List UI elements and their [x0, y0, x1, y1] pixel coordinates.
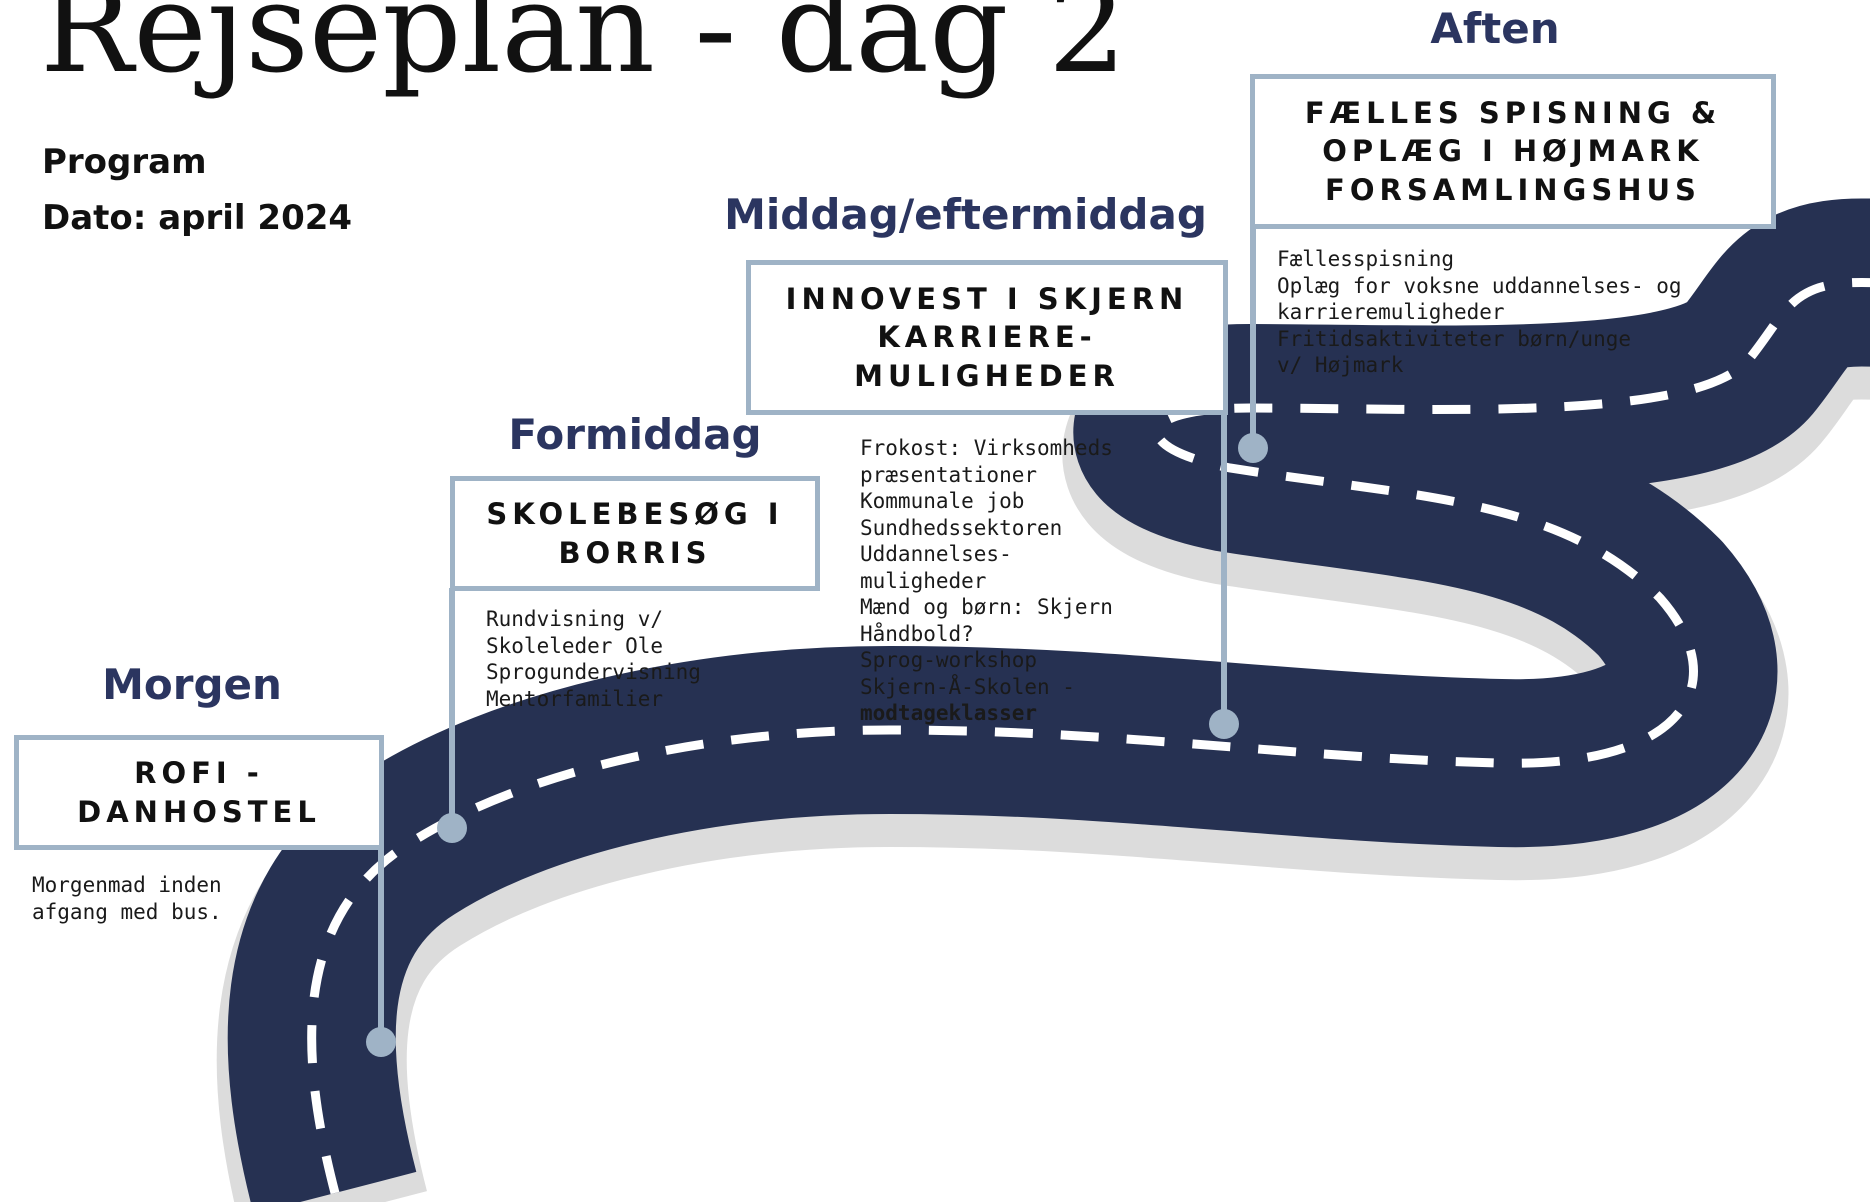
stop-place-morgen: ROFI - DANHOSTEL: [77, 756, 321, 829]
detail-line: Sundhedssektoren: [860, 515, 1063, 540]
stop-box-aften: FÆLLES SPISNING & OPLÆG I HØJMARK FORSAM…: [1250, 74, 1776, 229]
detail-line: Morgenmad inden: [32, 873, 222, 897]
detail-line: Oplæg for voksne uddannelses- og: [1277, 273, 1682, 298]
detail-line: karrieremuligheder: [1277, 300, 1505, 324]
stop-place-middag: INNOVEST I SKJERN KARRIERE- MULIGHEDER: [785, 282, 1189, 393]
detail-line: Frokost: Virksomheds: [860, 436, 1113, 460]
stop-place-aften: FÆLLES SPISNING & OPLÆG I HØJMARK FORSAM…: [1304, 96, 1722, 207]
stop-box-middag: INNOVEST I SKJERN KARRIERE- MULIGHEDER: [746, 260, 1228, 415]
page-title: Rejseplan - dag 2: [40, 0, 1127, 101]
detail-line: Rundvisning v/: [486, 607, 664, 631]
connector-dot-aften: [1238, 433, 1268, 463]
detail-line: muligheder: [860, 568, 987, 593]
stop-time-middag: Middag/eftermiddag: [724, 190, 1207, 239]
stop-box-formiddag: SKOLEBESØG I BORRIS: [450, 476, 820, 591]
stop-time-morgen: Morgen: [102, 660, 282, 709]
stop-details-aften: Fællesspisning Oplæg for voksne uddannel…: [1277, 246, 1682, 379]
date-label: Dato: april 2024: [42, 198, 353, 238]
detail-line: Uddannelses-: [860, 542, 1012, 566]
program-label: Program: [42, 142, 207, 182]
detail-line: Sprog-workshop: [860, 648, 1038, 672]
road-center-dashes: [307, 277, 1870, 1195]
detail-line: Fritidsaktiviteter børn/unge: [1277, 326, 1632, 351]
stop-time-formiddag: Formiddag: [508, 410, 762, 459]
connector-dot-formiddag: [437, 813, 467, 843]
detail-line: Sprogundervisning: [486, 660, 701, 684]
detail-line: Fællesspisning: [1277, 247, 1455, 271]
detail-line: præsentationer: [860, 462, 1038, 487]
detail-line: Mænd og børn: Skjern: [860, 595, 1113, 619]
stop-details-formiddag: Rundvisning v/ Skoleleder Ole Sprogunder…: [486, 606, 701, 712]
stop-details-middag: Frokost: Virksomheds præsentationer Komm…: [860, 435, 1113, 727]
detail-line: Mentorfamilier: [486, 686, 664, 711]
detail-line: afgang med bus.: [32, 899, 222, 924]
stop-details-morgen: Morgenmad inden afgang med bus.: [32, 872, 222, 925]
connector-dot-morgen: [366, 1027, 396, 1057]
detail-line: modtageklasser: [860, 701, 1038, 725]
detail-line: Håndbold?: [860, 621, 974, 646]
detail-line: Skjern-Å-Skolen -: [860, 674, 1075, 699]
detail-line: Skoleleder Ole: [486, 633, 664, 658]
stop-time-aften: Aften: [1430, 4, 1560, 53]
stop-box-morgen: ROFI - DANHOSTEL: [14, 735, 384, 850]
detail-line: v/ Højmark: [1277, 353, 1404, 377]
detail-line: Kommunale job: [860, 489, 1025, 513]
connector-dot-middag: [1209, 709, 1239, 739]
stop-place-formiddag: SKOLEBESØG I BORRIS: [486, 497, 784, 570]
